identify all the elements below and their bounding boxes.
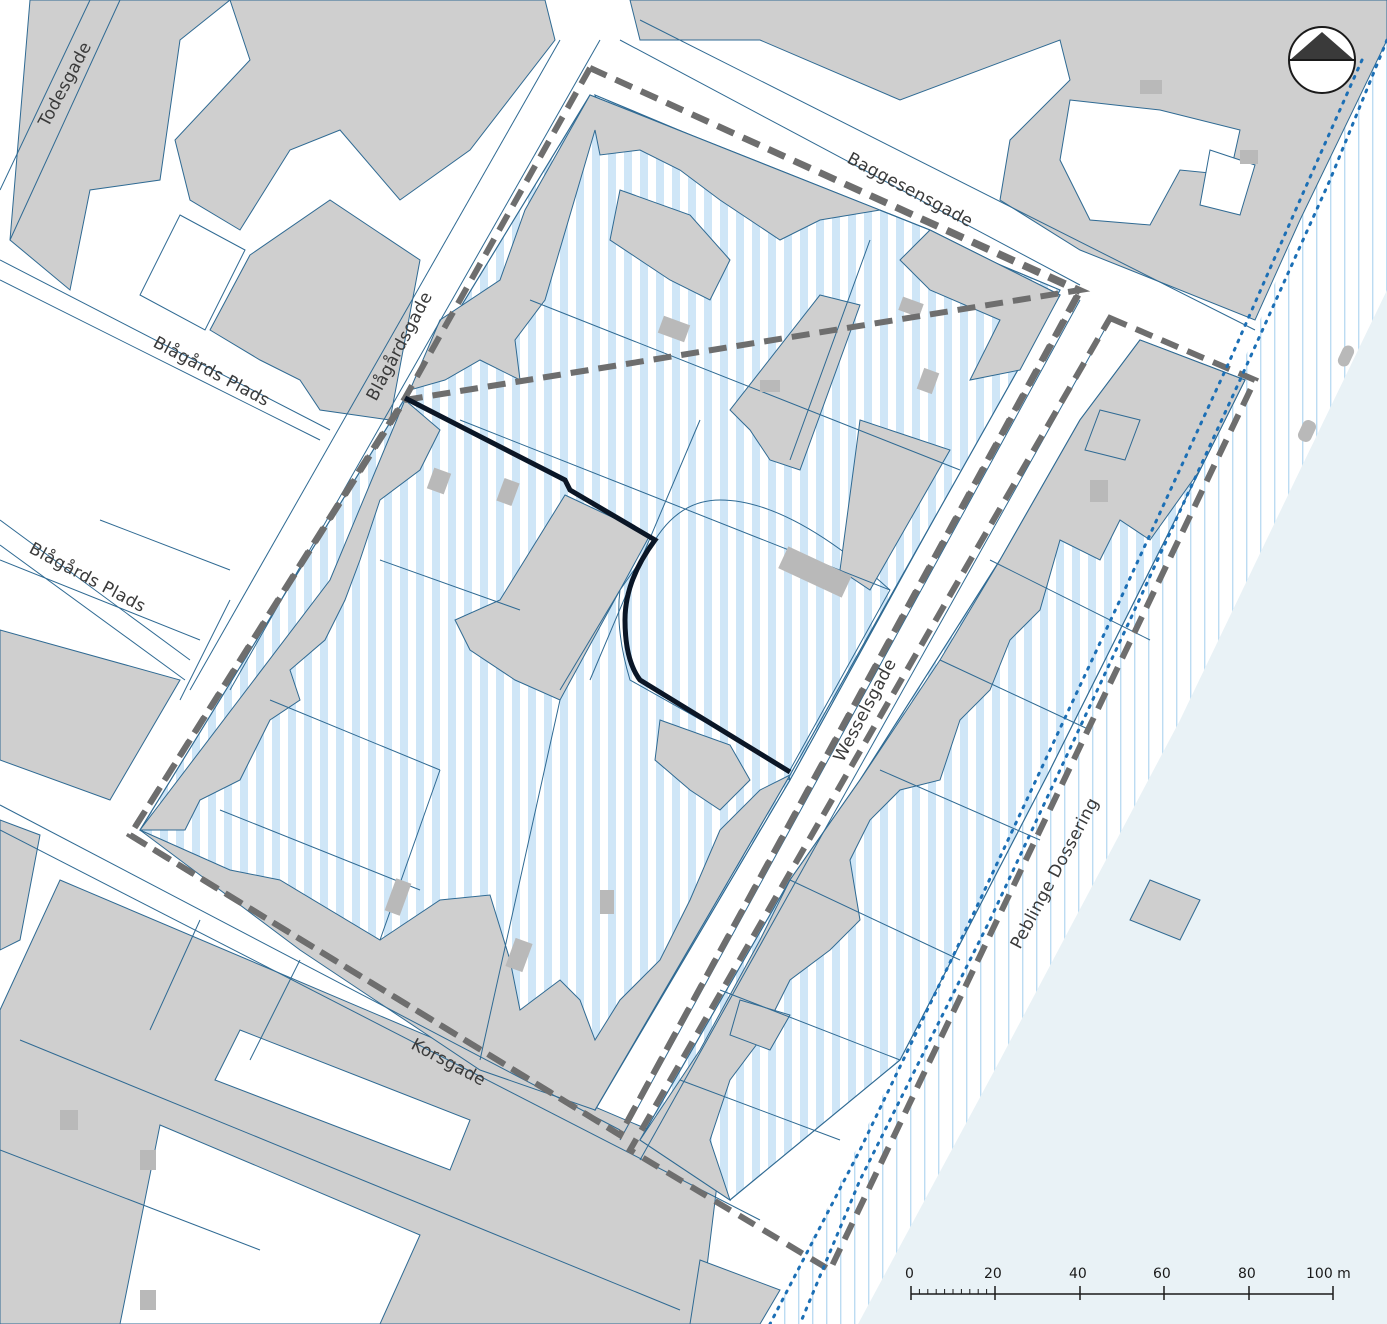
scale-label-80: 80 xyxy=(1238,1266,1256,1282)
buildings-west-perimeter xyxy=(409,94,1061,391)
building-west-center-5 xyxy=(839,419,951,591)
scale-label-60: 60 xyxy=(1153,1266,1171,1282)
building-west-center-2 xyxy=(729,294,861,471)
building-east-1 xyxy=(1084,409,1141,461)
courtyard-bottom-left xyxy=(119,1124,421,1324)
buildings-south-edge xyxy=(139,773,792,1111)
courtyard-bottom-mid xyxy=(214,1029,471,1171)
north-arrow-icon xyxy=(1288,26,1356,94)
plan-boundary xyxy=(125,65,1260,1275)
building-east-3 xyxy=(1129,879,1201,941)
courtyard-top-right xyxy=(1059,99,1241,226)
lake-water xyxy=(858,290,1387,1324)
scale-bar: 0 20 40 60 80 100 m xyxy=(905,1266,1351,1300)
building-west-center-1 xyxy=(454,494,651,701)
minor-structures xyxy=(60,80,1355,1310)
courtyard-top-left xyxy=(139,214,246,331)
scale-label-0: 0 xyxy=(905,1266,914,1282)
building-west-center-3 xyxy=(609,189,731,301)
subdivision-line xyxy=(403,395,792,775)
building-block-bottom-right xyxy=(689,1259,781,1324)
building-east-2 xyxy=(729,999,791,1051)
buildings-west-edge xyxy=(138,399,441,831)
building-block-left-1 xyxy=(0,629,181,801)
building-block-top-left-2 xyxy=(174,0,556,231)
scale-label-20: 20 xyxy=(984,1266,1002,1282)
building-block-left-2 xyxy=(0,819,41,951)
building-block-top-left xyxy=(9,0,231,291)
scale-label-40: 40 xyxy=(1069,1266,1087,1282)
building-block-top-row xyxy=(629,0,1387,321)
scale-label-100m: 100 m xyxy=(1306,1266,1351,1282)
building-west-center-4 xyxy=(654,719,751,811)
building-block-left-mid xyxy=(209,199,421,421)
dotted-shore-lines xyxy=(768,38,1387,1324)
